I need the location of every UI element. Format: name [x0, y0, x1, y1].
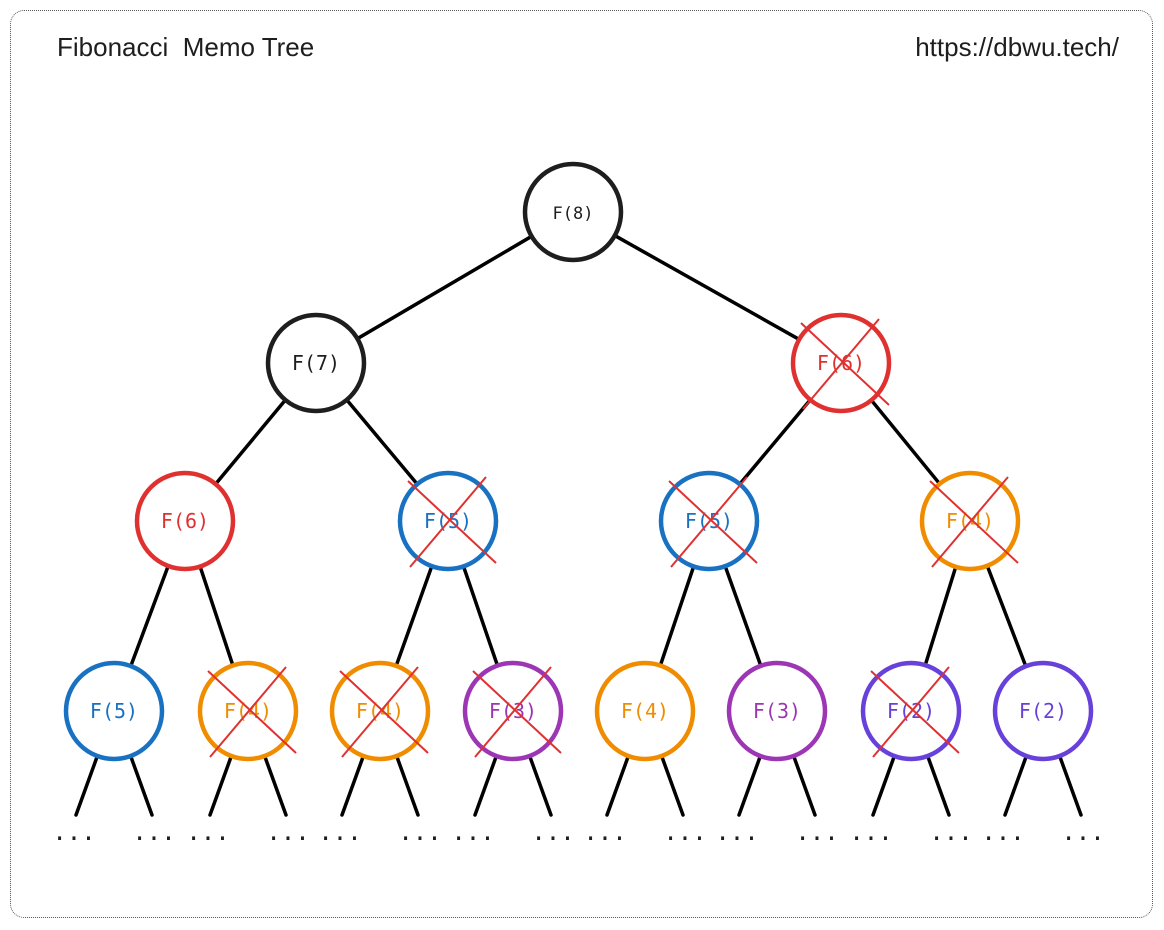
tree-node-n6r: F(6)	[790, 312, 892, 414]
memo-cross-mark	[339, 670, 429, 754]
diagram-title: Fibonacci Memo Tree	[57, 32, 315, 62]
leaf-stub-n4b-left	[208, 755, 233, 817]
leaf-ellipsis: ...	[398, 818, 441, 846]
tree-edge-n7-n5a	[345, 398, 419, 486]
memo-cross-mark	[209, 666, 287, 758]
node-circle	[134, 470, 236, 572]
memo-cross-mark	[670, 476, 748, 568]
memo-cross-mark	[474, 666, 552, 758]
leaf-stub-n3a-right	[528, 755, 553, 817]
leaf-stub-n2b-left	[1003, 755, 1028, 817]
leaf-stub-n2b-right	[1058, 755, 1083, 817]
node-label: F(7)	[292, 351, 340, 375]
tree-edge-n4a-n2b	[985, 564, 1028, 668]
node-label: F(8)	[553, 204, 594, 224]
canvas-frame	[10, 10, 1153, 918]
leaf-stub-n2a-left	[871, 755, 896, 817]
leaf-stub-n4c-left	[340, 755, 365, 817]
leaf-stub-n2a-right	[926, 755, 951, 817]
node-circle	[265, 312, 367, 414]
memo-cross-mark	[800, 322, 890, 406]
tree-edge-n6r-n4a	[869, 398, 942, 486]
tree-node-n3b: F(3)	[726, 660, 828, 762]
tree-node-n8: F(8)	[522, 161, 624, 263]
leaf-ellipsis: ...	[981, 818, 1024, 846]
leaf-stub-n4c-right	[395, 755, 420, 817]
tree-edge-n8-n7	[355, 234, 534, 341]
leaf-stub-n3b-left	[737, 755, 762, 817]
node-label: F(4)	[621, 699, 669, 723]
node-label: F(2)	[1019, 699, 1067, 723]
leaf-ellipsis: ...	[451, 818, 494, 846]
tree-node-n4a: F(4)	[919, 470, 1021, 572]
leaf-ellipsis: ...	[795, 818, 838, 846]
node-circle	[522, 161, 624, 263]
tree-edge-n7-n6l	[213, 398, 288, 486]
leaf-ellipsis: ...	[52, 818, 95, 846]
leaf-ellipsis: ...	[132, 818, 175, 846]
tree-edge-n8-n6r	[613, 233, 801, 342]
memo-cross-mark	[870, 670, 960, 754]
tree-node-n6l: F(6)	[134, 470, 236, 572]
node-label: F(6)	[161, 509, 209, 533]
leaf-ellipsis: ...	[663, 818, 706, 846]
leaf-ellipsis: ...	[186, 818, 229, 846]
memo-cross-mark	[802, 318, 880, 410]
leaf-ellipsis: ...	[849, 818, 892, 846]
memo-cross-mark	[872, 666, 950, 758]
tree-node-n5b: F(5)	[658, 470, 760, 572]
leaf-ellipsis: ...	[266, 818, 309, 846]
tree-edge-n5b-n3b	[723, 564, 763, 668]
leaf-ellipsis: ...	[929, 818, 972, 846]
tree-node-n2a: F(2)	[860, 660, 962, 762]
leaf-stub-n4d-right	[660, 755, 685, 817]
memo-cross-mark	[341, 666, 419, 758]
memo-cross-mark	[407, 480, 497, 564]
leaf-stub-n3a-left	[473, 755, 498, 817]
tree-node-n5a: F(5)	[397, 470, 499, 572]
leaf-ellipsis: ...	[1061, 818, 1104, 846]
tree-node-n2b: F(2)	[992, 660, 1094, 762]
memo-cross-mark	[409, 476, 487, 568]
node-label: F(3)	[753, 699, 801, 723]
tree-edge-n6l-n4b	[198, 564, 235, 668]
memo-cross-mark	[931, 476, 1009, 568]
tree-edge-n5a-n4c	[394, 564, 434, 668]
tree-node-n4d: F(4)	[594, 660, 696, 762]
node-circle	[726, 660, 828, 762]
memo-cross-mark	[668, 480, 758, 564]
tree-edge-n5b-n4d	[658, 564, 696, 668]
tree-edge-n6l-n5c	[129, 564, 170, 668]
leaf-ellipsis: ...	[715, 818, 758, 846]
node-circle	[992, 660, 1094, 762]
leaf-stub-n3b-right	[792, 755, 817, 817]
node-label: F(5)	[90, 699, 138, 723]
node-circle	[63, 660, 165, 762]
source-url: https://dbwu.tech/	[915, 32, 1119, 62]
leaf-ellipsis: ...	[531, 818, 574, 846]
memo-cross-mark	[472, 670, 562, 754]
leaf-stub-n4b-right	[263, 755, 288, 817]
leaf-stub-n4d-left	[605, 755, 630, 817]
tree-node-n4c: F(4)	[329, 660, 431, 762]
leaf-stub-n5c-right	[129, 755, 154, 817]
leaf-stub-n5c-left	[74, 755, 99, 817]
tree-node-n7: F(7)	[265, 312, 367, 414]
tree-edge-n5a-n3a	[461, 564, 500, 668]
tree-edge-n4a-n2a	[923, 565, 958, 667]
memo-cross-mark	[929, 480, 1019, 564]
tree-node-n3a: F(3)	[462, 660, 564, 762]
memo-cross-mark	[207, 670, 297, 754]
tree-node-n5c: F(5)	[63, 660, 165, 762]
tree-node-n4b: F(4)	[197, 660, 299, 762]
leaf-ellipsis: ...	[318, 818, 361, 846]
tree-edge-n6r-n5b	[738, 398, 812, 486]
leaf-ellipsis: ...	[583, 818, 626, 846]
node-circle	[594, 660, 696, 762]
